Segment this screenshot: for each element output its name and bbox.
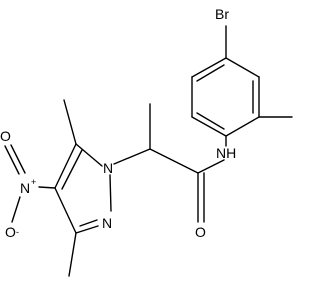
bond-alpha-n1	[113, 148, 151, 165]
bond-ring-c4-c5	[191, 116, 227, 137]
charge-nitro-o-bottom: -	[16, 227, 19, 237]
bond-c3-n2-inner	[79, 219, 98, 227]
bond-n2-n1	[109, 174, 112, 212]
charge-nitro-n: +	[31, 177, 36, 187]
bond-c5-c4	[54, 143, 77, 189]
bond-ring-c1-c2	[225, 57, 260, 78]
atom-label-o-amide: O	[195, 224, 206, 240]
atom-label-br: Br	[215, 6, 229, 22]
bond-c3-n2	[75, 225, 99, 234]
atom-label-n1: N	[103, 160, 113, 176]
bond-nitro-n-o-top-1	[4, 145, 20, 175]
bond-c3-methyl	[68, 232, 77, 277]
atom-label-nh: NH	[216, 145, 236, 161]
bond-c4-c3	[54, 187, 77, 234]
bond-c4-nitro-n	[38, 186, 56, 189]
atom-label-nitro-n: N	[20, 180, 30, 196]
atom-label-n2: N	[102, 215, 112, 231]
bond-n1-c5	[75, 143, 103, 167]
bond-ring-c6-c1-inner	[196, 64, 225, 82]
aryl-ring	[191, 57, 260, 137]
bond-nitro-n-o-bottom	[11, 196, 21, 223]
bond-nh-carbonyl	[197, 159, 225, 174]
bond-nitro-n-o-top-2	[10, 144, 26, 174]
bond-c5-c4-inner	[61, 149, 83, 190]
pyrazole-ring	[54, 143, 112, 234]
bond-ring-c6-c1	[191, 57, 227, 78]
bond-ring-c3-c4	[225, 116, 260, 137]
molecule-structure-drawing: Br NH O N N N + O O -	[0, 6, 293, 277]
atom-label-nitro-o-bottom: O	[5, 224, 16, 240]
atom-label-nitro-o-top: O	[0, 128, 11, 144]
bond-carbonyl-alpha	[149, 148, 199, 174]
bond-ring-c4-c5-inner	[196, 112, 225, 130]
bond-c5-methyl	[63, 99, 77, 145]
